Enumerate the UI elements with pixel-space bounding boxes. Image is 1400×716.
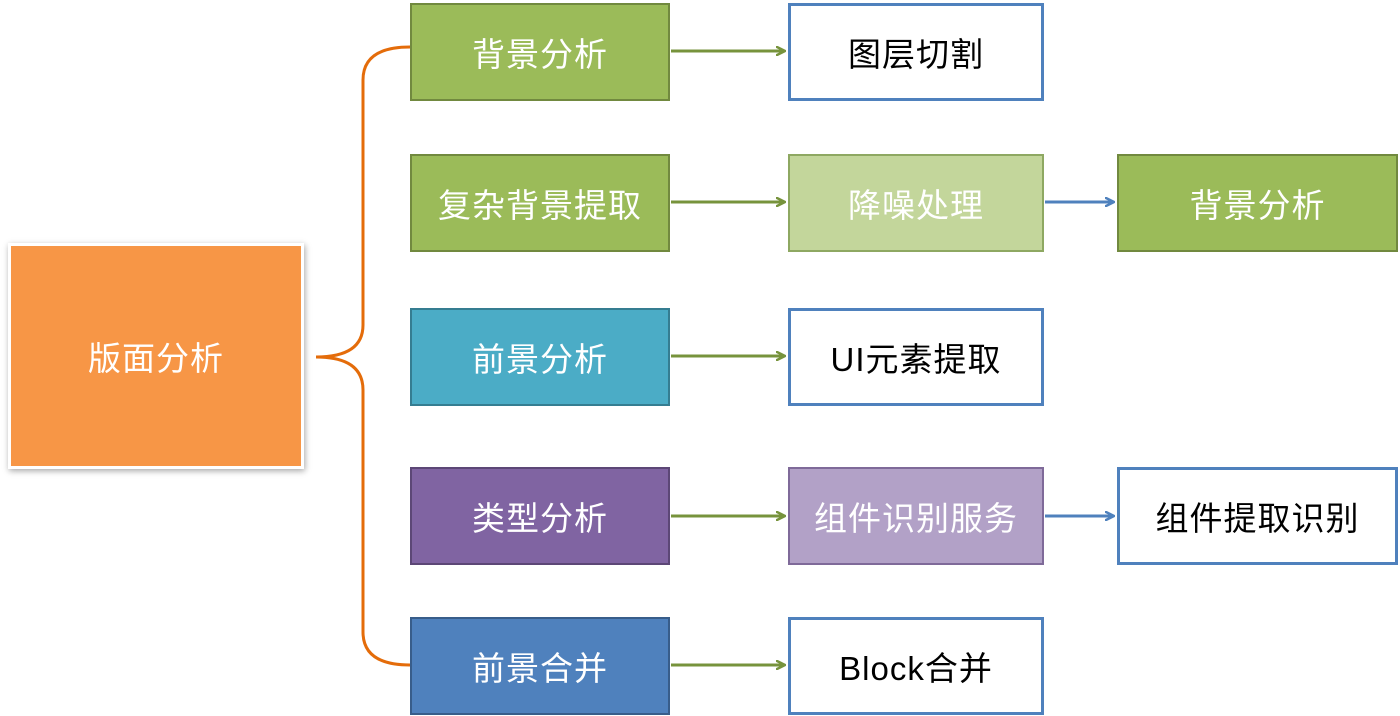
branch3-stage2-node: UI元素提取	[788, 308, 1044, 406]
branch1-stage2-node: 图层切割	[788, 3, 1044, 101]
branch5-stage1-node: 前景合并	[410, 617, 670, 715]
branch2-stage1-label: 复杂背景提取	[438, 186, 642, 225]
branch1-stage1-node: 背景分析	[410, 3, 670, 101]
branch4-stage2-label: 组件识别服务	[814, 499, 1018, 538]
branch5-stage1-label: 前景合并	[472, 649, 608, 688]
branch4-stage1-label: 类型分析	[472, 499, 608, 538]
branch5-stage2-label: Block合并	[839, 650, 993, 687]
branch4-stage3-label: 组件提取识别	[1155, 500, 1360, 537]
branch4-stage2-node: 组件识别服务	[788, 467, 1044, 565]
branch2-stage3-node: 背景分析	[1117, 154, 1398, 252]
branch1-stage1-label: 背景分析	[472, 35, 608, 74]
branch3-stage1-label: 前景分析	[472, 340, 608, 379]
branch3-stage2-label: UI元素提取	[830, 341, 1002, 378]
branch2-stage3-label: 背景分析	[1189, 186, 1326, 225]
root-node-label: 版面分析	[88, 339, 224, 378]
branch4-stage1-node: 类型分析	[410, 467, 670, 565]
branch2-stage2-node: 降噪处理	[788, 154, 1044, 252]
branch3-stage1-node: 前景分析	[410, 308, 670, 406]
root-node: 版面分析	[8, 243, 304, 469]
branch2-stage1-node: 复杂背景提取	[410, 154, 670, 252]
branch1-stage2-label: 图层切割	[848, 36, 984, 73]
root-bracket	[315, 45, 411, 667]
branch2-stage2-label: 降噪处理	[848, 186, 984, 225]
branch4-stage3-node: 组件提取识别	[1117, 467, 1398, 565]
branch5-stage2-node: Block合并	[788, 617, 1044, 715]
